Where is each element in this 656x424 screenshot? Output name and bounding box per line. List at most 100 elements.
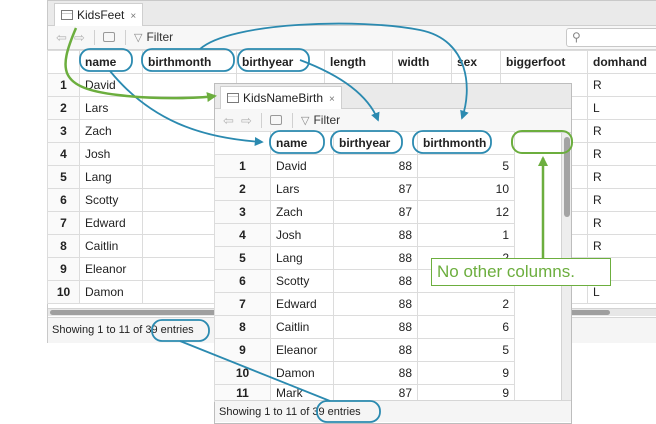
table-row: 6Scotty883 <box>214 269 515 293</box>
scrollbar-thumb[interactable] <box>564 137 570 217</box>
kidsfeet-header-row: name birthmonth birthyear length width s… <box>47 50 656 74</box>
search-input[interactable]: ⚲ <box>566 28 656 47</box>
column-header[interactable]: birthyear <box>236 50 325 74</box>
row-number: 5 <box>47 165 80 189</box>
row-number: 8 <box>214 315 271 339</box>
kidsnamebirth-toolbar: ⇦ ⇨ ▽Filter <box>215 109 571 133</box>
kidsnamebirth-window: KidsNameBirth× ⇦ ⇨ ▽Filter name birthyea… <box>214 83 572 424</box>
back-arrow-icon[interactable]: ⇦ <box>223 113 234 128</box>
tab-kidsfeet-label: KidsFeet <box>77 8 125 22</box>
table-cell: 88 <box>333 361 418 385</box>
row-number: 4 <box>214 223 271 247</box>
row-number: 7 <box>214 292 271 316</box>
filter-label: Filter <box>313 113 341 127</box>
toolbar-divider <box>292 113 293 128</box>
filter-label: Filter <box>146 30 174 44</box>
row-number: 3 <box>214 200 271 224</box>
column-header[interactable]: name <box>270 131 334 155</box>
back-arrow-icon[interactable]: ⇦ <box>56 30 67 45</box>
close-icon[interactable]: × <box>329 94 335 105</box>
column-header[interactable]: biggerfoot <box>500 50 588 74</box>
row-number: 5 <box>214 246 271 270</box>
table-cell: R <box>587 165 656 189</box>
table-cell: Edward <box>270 292 334 316</box>
row-number: 6 <box>214 269 271 293</box>
table-cell: David <box>79 73 143 97</box>
toolbar-divider <box>94 30 95 45</box>
funnel-icon: ▽ <box>301 115 310 127</box>
table-cell: 5 <box>417 338 515 362</box>
search-icon: ⚲ <box>572 30 581 44</box>
table-cell: Eleanor <box>79 257 143 281</box>
table-cell: Damon <box>79 280 143 304</box>
table-cell: Zach <box>79 119 143 143</box>
row-number-header <box>47 50 80 74</box>
table-cell: 88 <box>333 292 418 316</box>
row-number: 1 <box>47 73 80 97</box>
table-cell: 9 <box>417 361 515 385</box>
status-entries: 39 entries <box>312 406 361 418</box>
table-cell: R <box>587 73 656 97</box>
row-number: 2 <box>47 96 80 120</box>
table-cell: 5 <box>417 154 515 178</box>
table-cell: Eleanor <box>270 338 334 362</box>
row-number: 2 <box>214 177 271 201</box>
table-cell: R <box>587 142 656 166</box>
table-cell: Lars <box>270 177 334 201</box>
table-cell: Scotty <box>79 188 143 212</box>
forward-arrow-icon[interactable]: ⇨ <box>241 113 252 128</box>
row-number: 1 <box>214 154 271 178</box>
table-cell: Zach <box>270 200 334 224</box>
close-icon[interactable]: × <box>130 11 137 22</box>
popout-icon[interactable] <box>270 115 282 125</box>
row-number: 10 <box>47 280 80 304</box>
table-cell: 12 <box>417 200 515 224</box>
table-cell: Mark <box>270 384 334 402</box>
table-cell: Caitlin <box>270 315 334 339</box>
status-text: Showing 1 to 11 of <box>52 324 146 336</box>
column-header[interactable]: sex <box>451 50 501 74</box>
tab-kidsnamebirth[interactable]: KidsNameBirth× <box>220 86 342 109</box>
table-cell: R <box>587 119 656 143</box>
toolbar-divider <box>261 113 262 128</box>
row-number-header <box>214 131 271 155</box>
table-icon <box>227 93 239 103</box>
table-cell: Damon <box>270 361 334 385</box>
column-header[interactable]: width <box>392 50 452 74</box>
column-header[interactable]: name <box>79 50 143 74</box>
table-cell: Caitlin <box>79 234 143 258</box>
filter-button[interactable]: ▽Filter <box>134 30 173 44</box>
table-cell: 88 <box>333 269 418 293</box>
column-header[interactable]: length <box>324 50 393 74</box>
column-header[interactable]: birthyear <box>333 131 418 155</box>
row-number: 3 <box>47 119 80 143</box>
row-number: 9 <box>214 338 271 362</box>
table-cell: 88 <box>333 338 418 362</box>
table-cell: 6 <box>417 315 515 339</box>
kidsfeet-tabstrip: KidsFeet × <box>48 1 656 26</box>
table-cell: Lang <box>79 165 143 189</box>
column-header[interactable]: domhand <box>587 50 656 74</box>
tab-kidsfeet[interactable]: KidsFeet × <box>54 3 144 26</box>
popout-icon[interactable] <box>103 32 115 42</box>
table-cell: 2 <box>417 292 515 316</box>
table-cell: 88 <box>333 246 418 270</box>
column-header[interactable]: birthmonth <box>417 131 515 155</box>
row-number: 11 <box>214 384 271 402</box>
forward-arrow-icon[interactable]: ⇨ <box>74 30 85 45</box>
kidsfeet-toolbar: ⇦ ⇨ ▽Filter ⚲ <box>48 26 656 50</box>
table-cell: L <box>587 280 656 304</box>
row-number: 4 <box>47 142 80 166</box>
column-header[interactable]: birthmonth <box>142 50 237 74</box>
table-cell: Scotty <box>270 269 334 293</box>
row-number: 8 <box>47 234 80 258</box>
filter-button[interactable]: ▽Filter <box>301 113 340 127</box>
table-cell: 88 <box>333 315 418 339</box>
table-cell: Josh <box>270 223 334 247</box>
toolbar-divider <box>125 30 126 45</box>
